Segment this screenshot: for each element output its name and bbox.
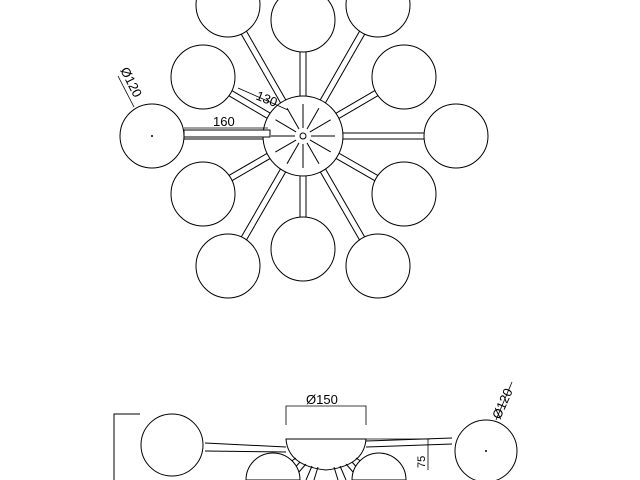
top-hub-stub (309, 139, 331, 153)
top-globe (270, 0, 336, 53)
top-globe (195, 233, 261, 299)
top-hub-stub (275, 119, 297, 133)
top-view (119, 0, 489, 299)
top-globe (371, 44, 437, 110)
top-hub-center (299, 132, 307, 140)
top-arm-short-dimension-line (237, 87, 289, 111)
top-globe (345, 0, 411, 38)
top-hub-stub (286, 142, 300, 164)
top-globe (345, 233, 411, 299)
top-arm-long-bar (183, 129, 271, 138)
top-hub-stub (306, 142, 320, 164)
side-globe-left (140, 413, 204, 477)
side-canopy (285, 438, 367, 471)
side-arm-left-lower (204, 450, 287, 453)
top-globe (270, 216, 336, 282)
side-bracket (113, 413, 140, 480)
side-globe-diameter-label: Ø120 (489, 386, 516, 421)
side-view: Ø150 75 Ø120 (113, 381, 518, 480)
top-globe (170, 44, 236, 110)
side-arm-right (365, 437, 453, 442)
side-globe-diameter-dimension: Ø120 (489, 381, 516, 421)
top-globe (371, 161, 437, 227)
side-globe-center-mark (485, 450, 487, 452)
top-globe (195, 0, 261, 38)
top-hub-stub (306, 107, 320, 130)
side-globe-lower-right (351, 452, 407, 480)
side-arm-right-lower (365, 443, 453, 448)
top-arm-long-dimension: 160 (184, 114, 268, 129)
top-globe (170, 161, 236, 227)
side-height-dimension: 75 (366, 438, 430, 470)
top-globe-center-mark (151, 135, 153, 137)
side-arm-left (204, 442, 287, 448)
top-globe-diameter-dimension: Ø120 (117, 65, 145, 108)
side-globe-lower-left (245, 452, 301, 480)
top-hub-stub (286, 107, 300, 130)
side-canopy-diameter-label: Ø150 (306, 392, 338, 407)
top-hub-stub (309, 119, 331, 133)
top-globe (423, 103, 489, 169)
top-arm-long-label: 160 (213, 114, 235, 129)
side-canopy-dimension: Ø150 (285, 392, 367, 425)
top-hub-stub (275, 139, 297, 153)
side-height-label: 75 (416, 456, 428, 468)
